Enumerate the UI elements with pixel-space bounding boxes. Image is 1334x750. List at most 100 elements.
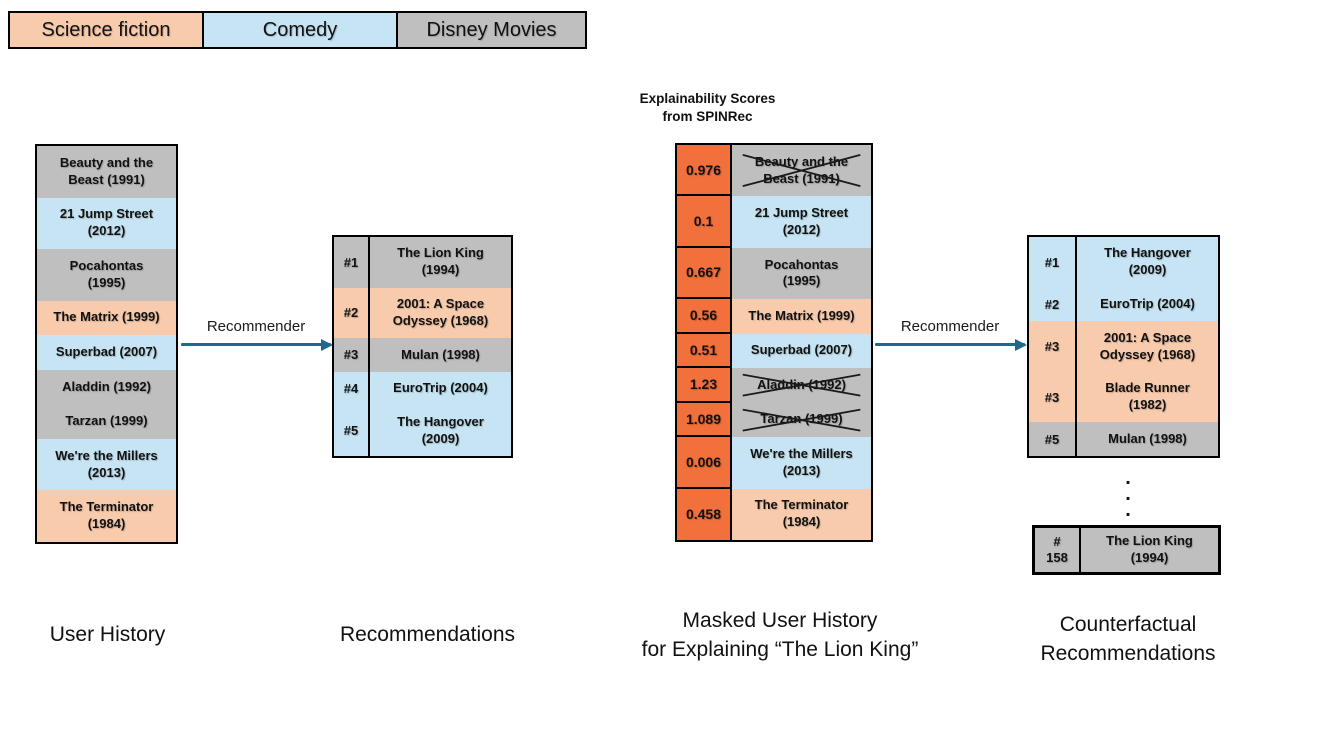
caption-user-history: User History xyxy=(49,623,166,646)
legend-item-comedy: Comedy xyxy=(202,11,398,49)
movie-title: The Terminator (1984) xyxy=(732,488,871,540)
recommendation-row: #1 The Hangover (2009) xyxy=(1029,237,1218,288)
recommendations-table: #1 The Lion King (1994) #2 2001: A Space Od… xyxy=(332,235,513,458)
counterfactual-recommendations-table: #1 The Hangover (2009) #2 EuroTrip (2004) #3… xyxy=(1027,235,1220,458)
movie-title: EuroTrip (2004) xyxy=(1100,295,1195,311)
rank-cell: #3 xyxy=(334,338,370,372)
movie-title: Blade Runner (1982) xyxy=(1105,380,1190,413)
movie-title: EuroTrip (2004) xyxy=(393,380,488,396)
legend-item-scifi: Science fiction xyxy=(8,11,204,49)
explainability-header-line1: Explainability Scores xyxy=(639,91,776,106)
recommendation-row: #3 Blade Runner (1982) xyxy=(1029,371,1218,423)
history-row: The Terminator (1984) xyxy=(37,490,176,542)
movie-title: Tarzan (1999) xyxy=(732,402,871,438)
history-row: Tarzan (1999) xyxy=(37,404,176,439)
movie-title: The Matrix (1999) xyxy=(732,299,871,334)
movie-title: The Lion King (1994) xyxy=(1106,533,1193,565)
rank-cell: # 158 xyxy=(1035,528,1081,572)
rank-cell: #3 xyxy=(1029,371,1077,423)
caption-line2: for Explaining “The Lion King” xyxy=(641,638,919,662)
caption-recommendations: Recommendations xyxy=(339,623,516,646)
ellipsis-dot: . xyxy=(1125,499,1131,521)
explainability-score: 0.458 xyxy=(677,488,732,540)
recommendation-row: #1 The Lion King (1994) xyxy=(334,237,511,288)
history-row: Pocahontas (1995) xyxy=(37,249,176,301)
recommender-label: Recommender xyxy=(206,318,306,335)
explainability-score: 1.23 xyxy=(677,368,732,403)
user-history-table: Beauty and the Beast (1991)21 Jump Stree… xyxy=(35,144,178,544)
rank-cell: #3 xyxy=(1029,321,1077,372)
explainability-score: 0.667 xyxy=(677,247,732,300)
movie-title: Pocahontas (1995) xyxy=(732,247,871,300)
explainability-score: 1.089 xyxy=(677,402,732,438)
explainability-score: 0.51 xyxy=(677,333,732,369)
recommender-arrow-left: Recommender xyxy=(181,318,333,351)
movie-title: We're the Millers (2013) xyxy=(732,437,871,489)
history-row: 21 Jump Street (2012) xyxy=(37,197,176,249)
explainability-header-line2: from SPINRec xyxy=(662,109,753,125)
recommendation-row: #2 EuroTrip (2004) xyxy=(1029,287,1218,322)
rank-cell: #1 xyxy=(334,237,370,288)
rank-cell: #2 xyxy=(334,287,370,339)
history-row: Superbad (2007) xyxy=(37,335,176,370)
caption-counterfactual-recommendations: Counterfactual Recommendations xyxy=(1013,610,1243,669)
recommendation-row: #5 Mulan (1998) xyxy=(1029,422,1218,457)
recommendation-row: #4 EuroTrip (2004) xyxy=(334,371,511,406)
movie-title: 2001: A Space Odyssey (1968) xyxy=(1099,329,1196,362)
movie-title: Aladdin (1992) xyxy=(732,368,871,403)
vertical-ellipsis: ... xyxy=(1120,467,1136,521)
recommender-label: Recommender xyxy=(900,318,1000,335)
explainability-score: 0.56 xyxy=(677,299,732,334)
mask-cross-icon xyxy=(739,407,864,433)
movie-title: The Hangover (2009) xyxy=(1104,245,1191,278)
movie-title: The Hangover (2009) xyxy=(397,413,484,446)
history-row: Aladdin (1992) xyxy=(37,369,176,405)
caption-masked-user-history: Masked User History for Explaining “The … xyxy=(618,606,942,665)
movie-title: Mulan (1998) xyxy=(401,346,480,362)
movie-title: Beauty and the Beast (1991) xyxy=(732,145,871,197)
recommender-arrow-right: Recommender xyxy=(875,318,1027,351)
mask-cross-icon xyxy=(739,151,864,190)
movie-title: 2001: A Space Odyssey (1968) xyxy=(392,295,489,328)
caption-line1: Counterfactual xyxy=(1059,613,1197,636)
rank-cell: #1 xyxy=(1029,237,1077,288)
explainability-score: 0.006 xyxy=(677,437,732,489)
movie-title: The Lion King (1994) xyxy=(397,245,484,278)
movie-title: Superbad (2007) xyxy=(732,333,871,369)
recommendation-row: #3 2001: A Space Odyssey (1968) xyxy=(1029,321,1218,372)
movie-title: 21 Jump Street (2012) xyxy=(732,196,871,248)
rank-cell: #5 xyxy=(334,405,370,457)
rank-cell: #4 xyxy=(334,371,370,406)
arrow-head-icon xyxy=(321,338,333,351)
history-row: We're the Millers (2013) xyxy=(37,438,176,491)
legend-item-disney: Disney Movies xyxy=(396,11,587,49)
rank-cell: #5 xyxy=(1029,422,1077,457)
movie-title: Mulan (1998) xyxy=(1108,430,1187,446)
history-row: The Matrix (1999) xyxy=(37,300,176,336)
explainability-score: 0.1 xyxy=(677,196,732,248)
arrow-line xyxy=(181,338,333,351)
history-row: Beauty and the Beast (1991) xyxy=(37,146,176,198)
mask-cross-icon xyxy=(739,372,864,398)
rank-cell: #2 xyxy=(1029,287,1077,322)
recommendation-row: #3 Mulan (1998) xyxy=(334,338,511,372)
recommendation-row: #2 2001: A Space Odyssey (1968) xyxy=(334,287,511,339)
caption-line1: Masked User History xyxy=(682,609,878,632)
explainability-score: 0.976 xyxy=(677,145,732,197)
explainability-scores-header: Explainability Scores from SPINRec xyxy=(600,90,815,126)
ellipsis-dot: . xyxy=(1125,467,1131,489)
ellipsis-dot: . xyxy=(1125,483,1131,505)
recommendation-row: #5 The Hangover (2009) xyxy=(334,405,511,457)
